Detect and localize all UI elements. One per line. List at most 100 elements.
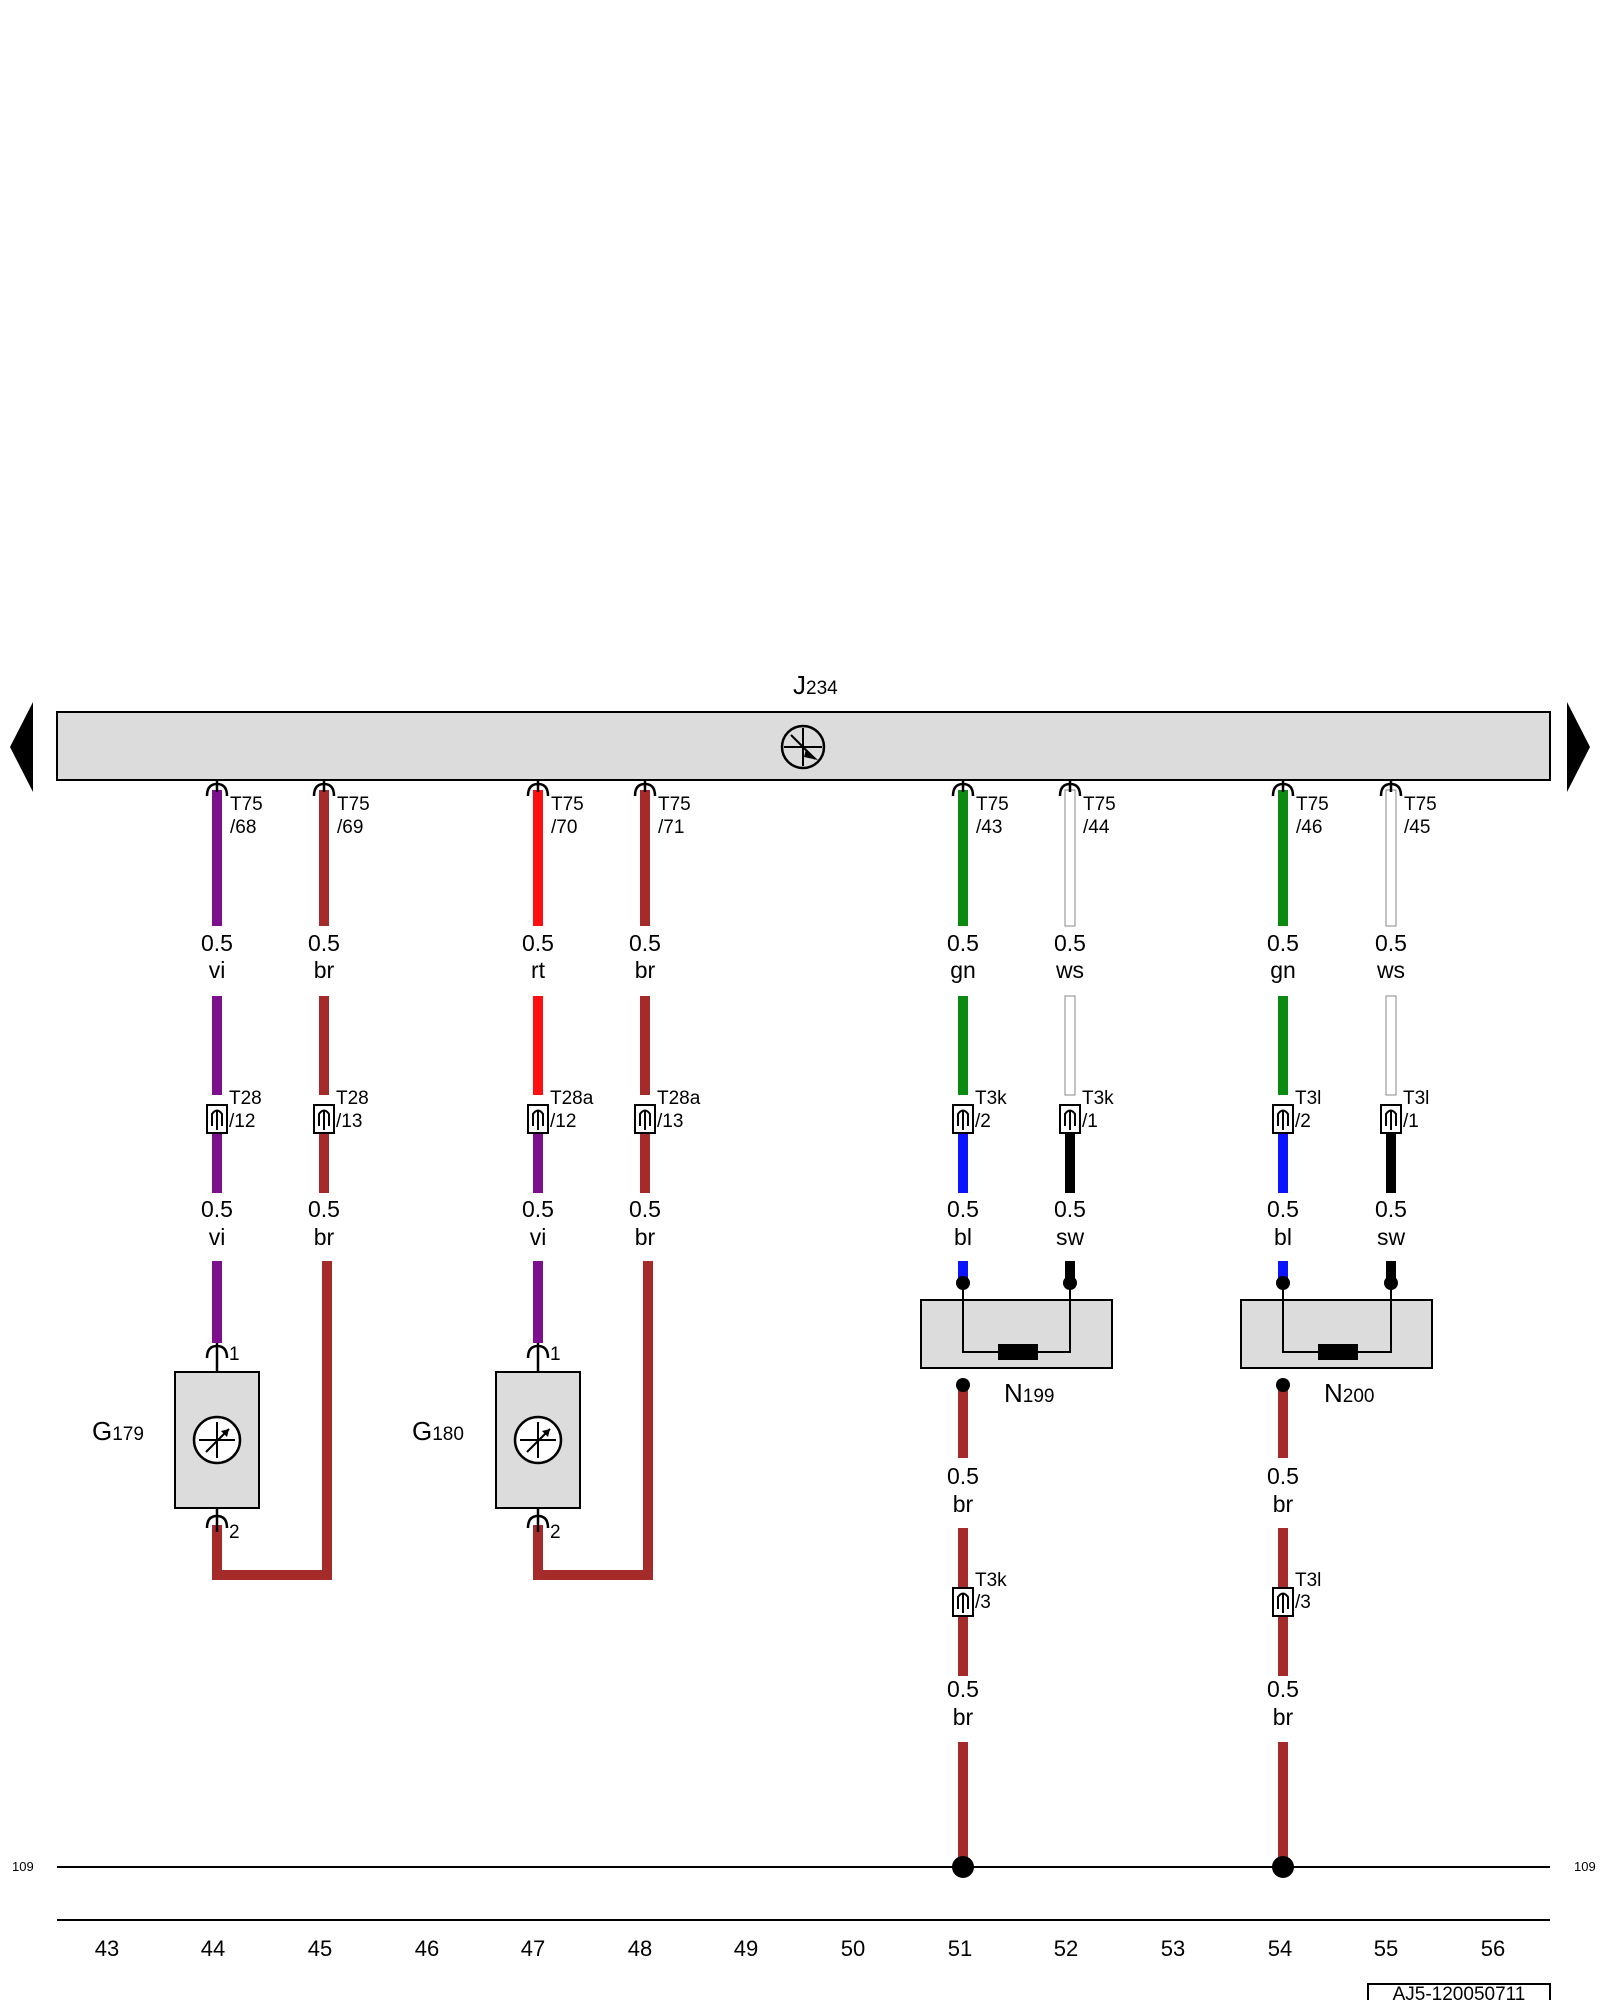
connector-label: /3 (975, 1592, 991, 1613)
n199-label: N199 (1004, 1378, 1054, 1408)
wire-vi-44d (212, 1261, 222, 1343)
wire-br-48c (640, 1133, 650, 1193)
lower-wire-labels: 0.5 vi 0.5 br 0.5 vi 0.5 br 0.5 bl 0.5 s… (201, 1196, 1407, 1250)
connector-label: /13 (336, 1111, 362, 1132)
j234-label: J234 (793, 670, 838, 700)
wire-gn-54a (1278, 790, 1288, 926)
wire-bl-51c (958, 1133, 968, 1193)
g180-sensor-icon (513, 1415, 563, 1465)
wire-br-45b (319, 996, 329, 1095)
wire-size: 0.5 (1054, 930, 1086, 956)
connector-label: /12 (229, 1111, 255, 1132)
wire-sw-55c (1386, 1133, 1396, 1193)
ground-line-label-right: 109 (1574, 1859, 1596, 1874)
pin-label: /43 (976, 817, 1002, 838)
wire-color: gn (1270, 957, 1296, 983)
doc-ref-box (1367, 1983, 1551, 2000)
g180-sensor: 1 2 G180 (412, 1343, 581, 1543)
wire-br-51f (958, 1528, 968, 1590)
column-number: 53 (1161, 1936, 1185, 1961)
connector-label: T3l (1295, 1088, 1321, 1109)
connector-label: T3l (1295, 1570, 1321, 1591)
wire-size: 0.5 (1267, 1196, 1299, 1222)
wire-size: 0.5 (201, 930, 233, 956)
g179-sensor-icon (192, 1415, 242, 1465)
wire-ws-55a (1385, 789, 1397, 927)
wire-br-48a (640, 790, 650, 926)
wire-vi-47d (533, 1261, 543, 1343)
wire-size: 0.5 (629, 1196, 661, 1222)
junction-dot (1276, 1378, 1290, 1392)
ground-wire-labels: 0.5 br T3k /3 0.5 br 0.5 br T3l /3 0.5 b… (947, 1463, 1321, 1730)
wire-br-51h (958, 1742, 968, 1866)
wire-color: br (953, 1491, 974, 1517)
wire-color: vi (209, 1224, 226, 1250)
wire-size: 0.5 (947, 1196, 979, 1222)
wire-br-51g (958, 1616, 968, 1676)
wire-size: 0.5 (1375, 1196, 1407, 1222)
wire-size: 0.5 (201, 1196, 233, 1222)
j234-pin-connectors (205, 780, 1403, 797)
wire-size: 0.5 (522, 1196, 554, 1222)
wire-size: 0.5 (522, 930, 554, 956)
wire-color: bl (954, 1224, 972, 1250)
junction-dot (1384, 1276, 1398, 1290)
wire-color: br (635, 1224, 656, 1250)
ground-junction-dot (952, 1856, 974, 1878)
wire-size: 0.5 (947, 1676, 979, 1702)
column-numbers: 43 44 45 46 47 48 49 50 51 52 53 54 55 5… (95, 1936, 1505, 1961)
wire-sw-55d (1386, 1261, 1396, 1281)
wire-size: 0.5 (308, 930, 340, 956)
wire-size: 0.5 (947, 1463, 979, 1489)
wire-gn-54b (1278, 996, 1288, 1095)
wire-vi-44c (212, 1133, 222, 1193)
column-number: 48 (628, 1936, 652, 1961)
pin-label: /46 (1296, 817, 1322, 838)
wire-color: sw (1056, 1224, 1085, 1250)
wire-size: 0.5 (1267, 1463, 1299, 1489)
column-number: 45 (308, 1936, 332, 1961)
connector-label: T28 (336, 1088, 369, 1109)
doc-ref: AJ5-120050711 (1393, 1984, 1526, 2000)
n200-coil-icon (1318, 1344, 1358, 1360)
column-number: 50 (841, 1936, 865, 1961)
wire-color: vi (530, 1224, 547, 1250)
pin-label: /71 (658, 817, 684, 838)
column-number: 52 (1054, 1936, 1078, 1961)
wire-size: 0.5 (1054, 1196, 1086, 1222)
n199-coil-icon (998, 1344, 1038, 1360)
pin-label: T75 (658, 794, 691, 815)
arrow-right-icon (1567, 702, 1590, 792)
junction-dot (956, 1276, 970, 1290)
g179-sensor: 1 2 G179 (92, 1343, 260, 1543)
connector-label: T3k (975, 1088, 1007, 1109)
connector-label: /2 (975, 1111, 991, 1132)
wire-br-g180-loop (533, 1261, 653, 1580)
ground-line-label-left: 109 (12, 1859, 34, 1874)
j234-symbol-icon (780, 724, 826, 770)
column-number: 43 (95, 1936, 119, 1961)
pin-label: T75 (1083, 794, 1116, 815)
wire-br-g179-loop (212, 1261, 332, 1580)
junction-dot (956, 1378, 970, 1392)
connector-label: T3k (975, 1570, 1007, 1591)
wire-color: rt (531, 957, 546, 983)
connector-label: /3 (1295, 1592, 1311, 1613)
inline-connector-icons (206, 1104, 1402, 1617)
pin-label: T75 (1404, 794, 1437, 815)
wire-br-54e (1278, 1382, 1288, 1458)
wire-br-48b (640, 996, 650, 1095)
g179-pin-bottom: 2 (229, 1522, 240, 1543)
connector-label: T28a (550, 1088, 594, 1109)
n200-valve: N200 (1240, 1276, 1433, 1408)
wire-br-45c (319, 1133, 329, 1193)
wire-sw-52d (1065, 1261, 1075, 1281)
wire-color: br (635, 957, 656, 983)
g180-label: G180 (412, 1416, 464, 1446)
g179-pin-top: 1 (229, 1344, 240, 1365)
pin-label: /70 (551, 817, 577, 838)
wire-color: ws (1376, 957, 1405, 983)
pin-label: /68 (230, 817, 256, 838)
wire-color: ws (1055, 957, 1084, 983)
